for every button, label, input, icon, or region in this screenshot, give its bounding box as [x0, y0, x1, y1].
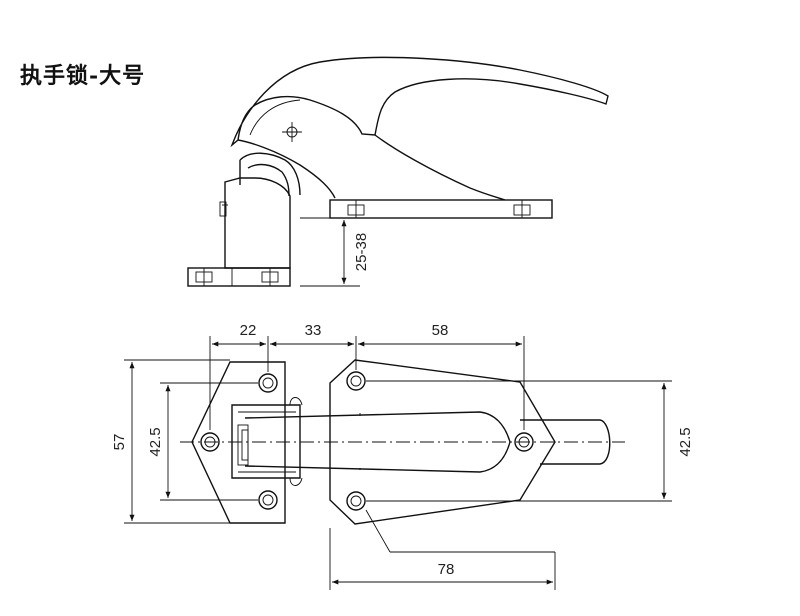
- dim-58: 58: [432, 322, 449, 339]
- dim-42-5-right: 42.5: [677, 427, 694, 456]
- pivot-body: [237, 134, 506, 201]
- keeper-hole-bottom: [258, 490, 278, 510]
- handle-hole-right: [514, 432, 534, 452]
- top-view: [124, 336, 672, 590]
- keeper-slot: [231, 404, 301, 479]
- keeper-base-plate: [187, 267, 291, 287]
- handle-base-plate: [329, 199, 553, 219]
- dim-78: 78: [438, 561, 455, 578]
- hook: [239, 152, 301, 197]
- keeper-hole-mid: [200, 432, 220, 452]
- handle-lever-top: [244, 411, 511, 473]
- dim-57: 57: [111, 434, 128, 451]
- lever-tip: [520, 419, 611, 465]
- dim-42-5-left: 42.5: [147, 427, 164, 456]
- dim-height-range: 25-38: [353, 233, 370, 271]
- dim-22: 22: [240, 322, 257, 339]
- dim-33: 33: [305, 322, 322, 339]
- lever-handle: [230, 56, 609, 148]
- keeper-block: [224, 177, 291, 269]
- drawing-title: 执手锁-大号: [20, 63, 146, 89]
- keeper-hole-top: [258, 373, 278, 393]
- handle-hole-top: [346, 371, 366, 391]
- keeper-plate-outline: [191, 361, 286, 524]
- handle-hole-bottom: [346, 491, 366, 511]
- side-view: [187, 56, 609, 287]
- handle-plate-outline: [329, 359, 556, 525]
- pivot-mark: [282, 122, 302, 142]
